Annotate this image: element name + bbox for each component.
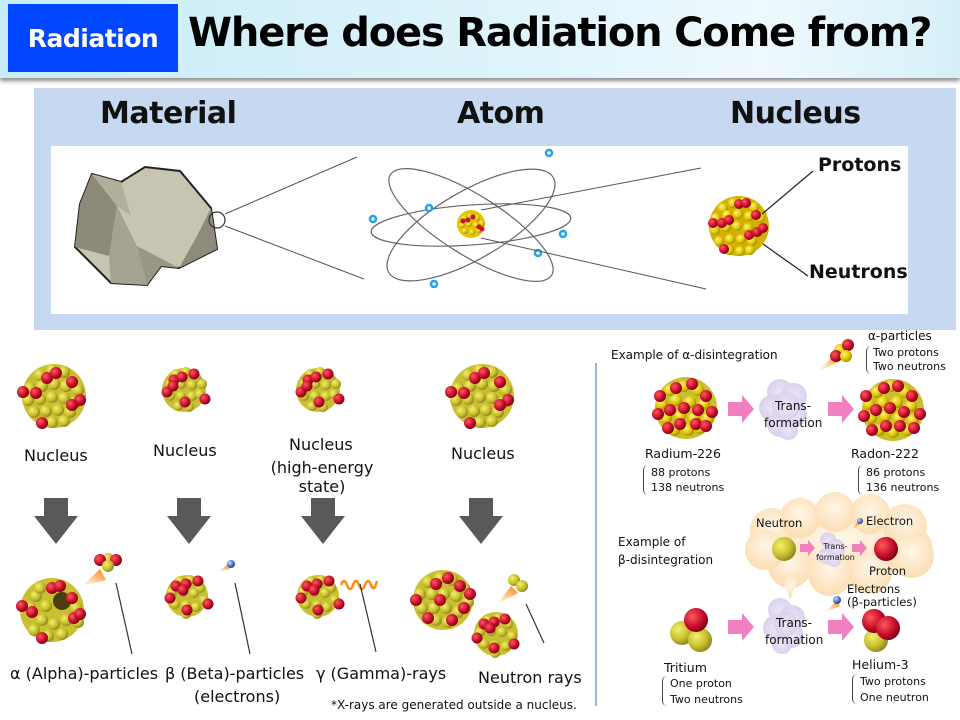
beta-title-line-1: Example of [618,535,686,549]
beta-title-line-2: β-disintegration [618,553,714,567]
alpha-detail-2: Two neutrons [873,360,946,373]
right-arrow-icon [728,395,754,423]
bubble-transformation-line-2: formation [816,553,855,562]
bubble-transformation-label: Trans- formation [816,541,855,563]
helium3-detail-2: One neutron [860,691,929,704]
protons-label: Protons [818,154,902,176]
transformation-line-1: Trans- [774,399,812,413]
gamma-rays-label: γ (Gamma)-rays [316,664,447,683]
radiation-types-illustration [16,364,545,658]
beta-particles-label: β (Beta)-particles [165,664,305,683]
brace [643,465,648,495]
radium-label: Radium-226 [645,446,721,461]
nucleus-label-2: Nucleus [153,441,217,460]
transformation-line-2: formation [764,416,823,430]
alpha-decay-icon [16,553,122,644]
nucleus-label-4: Nucleus [451,444,515,463]
brace [858,465,863,495]
emitted-line-2: (β-particles) [847,595,917,609]
section-badge: Radiation [8,4,178,72]
neutron-ball-icon [772,537,796,561]
tritium-detail-1: One proton [670,677,732,690]
alpha-disintegration-illustration [652,339,934,654]
helium3-label: Helium-3 [852,657,909,672]
nucleus-excited-icon [295,367,345,412]
nucleus-heavy-icon [445,364,514,429]
down-arrows [34,498,503,544]
nucleus-sublabel-3: (high-energy state) [270,458,374,496]
heading-nucleus: Nucleus [730,96,861,131]
radon-nucleus-icon [858,379,926,441]
bubble-electron-label: Electron [866,514,914,528]
brace [852,674,857,704]
beta-decay-icon [164,560,235,619]
neutron-rays-label: Neutron rays [478,668,582,687]
beta-example-title: Example of β-disintegration [618,533,713,569]
helium3-detail-1: Two protons [860,675,926,688]
nucleus-icon [708,196,769,256]
transformation-line-1: Trans- [775,616,813,630]
tritium-detail-2: Two neutrons [670,693,743,706]
page-title: Where does Radiation Come from? [188,10,932,56]
beta-particles-sublabel: (electrons) [194,687,281,706]
radium-detail-2: 138 neutrons [651,481,725,494]
radon-detail-1: 86 protons [866,466,926,479]
electron-icon [857,518,863,524]
nucleus-label-1: Nucleus [24,446,88,465]
neutron-emission-icon [410,570,528,658]
alpha-example-title: Example of α-disintegration [611,348,778,362]
transformation-label-beta: Trans- formation [765,615,823,649]
down-arrow-icon [459,498,503,544]
proton-ball-icon [874,537,898,561]
heading-atom: Atom [457,96,545,131]
emitted-line-1: Electrons [847,582,901,596]
radium-nucleus-icon [652,377,718,439]
structure-panel: Material Atom Nucleus [34,88,956,330]
right-arrow-icon [828,613,854,641]
heading-material: Material [100,96,237,131]
right-arrow-icon [728,613,754,641]
electron-icon [833,596,841,604]
transformation-label-alpha: Trans- formation [764,398,822,432]
electrons [368,148,568,289]
nucleus-label-3: Nucleus [289,435,353,454]
brace [662,676,667,706]
nucleus-small-icon [161,367,211,412]
right-arrow-icon [852,540,867,556]
radon-label: Radon-222 [851,446,919,461]
right-arrow-icon [828,395,854,423]
neutrons-label: Neutrons [809,261,908,283]
helium3-icon [862,609,900,652]
alpha-particles-label: α (Alpha)-particles [10,664,159,683]
xray-footnote: *X-rays are generated outside a nucleus. [331,698,577,712]
rock-icon [73,148,814,290]
radon-detail-2: 136 neutrons [866,481,940,494]
down-arrow-icon [34,498,78,544]
alpha-detail-1: Two protons [873,346,939,359]
gamma-decay-icon [295,575,379,619]
transformation-cloud-icon [818,532,845,567]
nucleus-large-icon [17,364,86,429]
atom-nucleus-icon [457,210,485,238]
slide-header: Radiation Where does Radiation Come from… [0,0,960,78]
bubble-transformation-line-1: Trans- [823,542,848,551]
tritium-icon [670,608,712,652]
structure-illustration: Protons Neutrons [51,146,908,314]
transformation-line-2: formation [765,633,824,647]
transformation-cloud-icon [759,379,807,440]
alpha-particles-title: α-particles [868,329,932,343]
down-arrow-icon [167,498,211,544]
tritium-label: Tritium [664,660,707,675]
bubble-proton-label: Proton [869,564,907,578]
down-arrow-icon [301,498,345,544]
transformation-cloud-icon [763,598,805,654]
right-arrow-icon [800,540,815,556]
section-divider [595,363,597,706]
emitted-electrons-label: Electrons (β-particles) [847,583,917,609]
radium-detail-1: 88 protons [651,466,711,479]
brace [866,346,871,374]
atom-orbits [370,167,572,283]
bubble-neutron-label: Neutron [756,516,803,530]
